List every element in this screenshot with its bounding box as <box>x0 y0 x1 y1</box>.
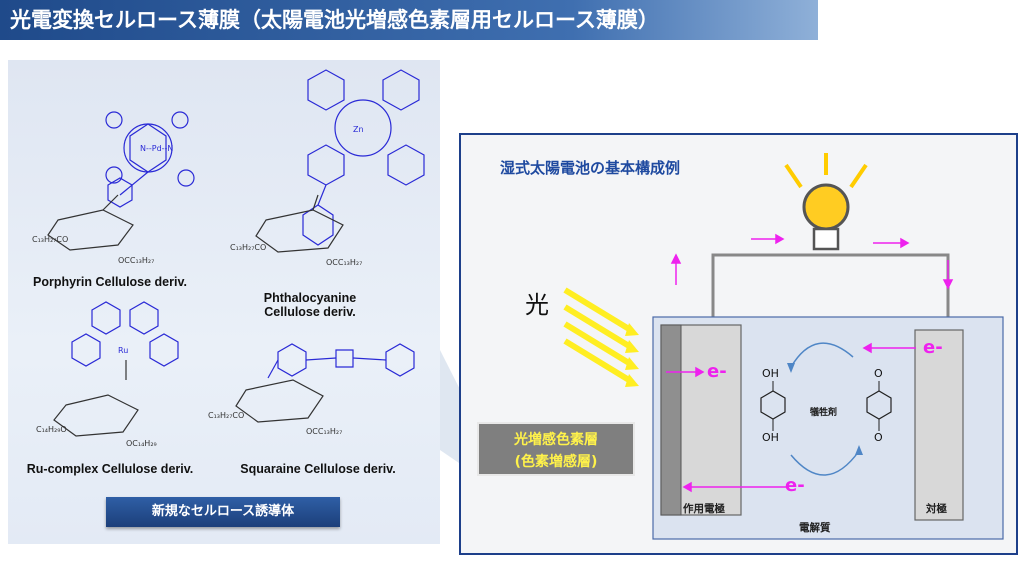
svg-text:OCC₁₃H₂₇: OCC₁₃H₂₇ <box>118 256 154 265</box>
bulb-rays <box>784 153 868 189</box>
svg-text:OC₁₄H₂₉: OC₁₄H₂₉ <box>126 439 157 448</box>
porphyrin-structure <box>105 111 195 208</box>
ru-complex-caption: Ru-complex Cellulose deriv. <box>26 462 194 476</box>
new-cellulose-derivative-label: 新規なセルロース誘導体 <box>106 497 340 527</box>
squaraine-structure <box>267 343 415 379</box>
circuit-arrows <box>670 233 954 290</box>
svg-text:C₁₃H₂₇CO: C₁₃H₂₇CO <box>208 411 244 420</box>
hydroquinone-oh-bottom: OH <box>762 431 779 444</box>
molecule-structures: N--Pd--N C₁₃H₂₇CO OCC₁₃H₂₇ Zn C₁₃H₂₇CO O… <box>32 69 425 448</box>
counter-electrode <box>914 329 964 521</box>
electrolyte-label: 電解質 <box>799 522 831 534</box>
porphyrin-caption: Porphyrin Cellulose deriv. <box>33 275 187 289</box>
phthalocyanine-structure <box>302 69 425 246</box>
cell-schematic <box>563 153 1004 540</box>
svg-text:Zn: Zn <box>353 125 364 134</box>
svg-text:C₁₄H₂₉O: C₁₄H₂₉O <box>36 425 67 434</box>
page-title: 光電変換セルロース薄膜（太陽電池光増感色素層用セルロース薄膜） <box>0 0 818 40</box>
sacrificial-agent-label: 犠牲剤 <box>810 408 838 418</box>
molecule-panel: N--Pd--N C₁₃H₂₇CO OCC₁₃H₂₇ Zn C₁₃H₂₇CO O… <box>8 60 440 544</box>
hydroquinone-oh-top: OH <box>762 367 779 380</box>
light-label: 光 <box>525 291 549 319</box>
light-bulb-icon <box>802 183 850 231</box>
electron-label-2: e- <box>923 337 943 358</box>
cellulose-ring-4 <box>235 379 324 423</box>
quinone-o-top: O <box>874 367 883 380</box>
cellulose-ring-1 <box>47 194 134 251</box>
diagram-title: 湿式太陽電池の基本構成例 <box>500 159 681 177</box>
quinone-o-bottom: O <box>874 431 883 444</box>
circuit-wire <box>711 253 950 323</box>
squaraine-caption: Squaraine Cellulose deriv. <box>240 462 396 476</box>
electron-arrows <box>666 342 916 493</box>
solar-cell-diagram: 湿式太陽電池の基本構成例 <box>459 133 1018 555</box>
counter-electrode-label: 対極 <box>926 503 947 515</box>
svg-text:OCC₁₃H₂₇: OCC₁₃H₂₇ <box>326 258 362 267</box>
cellulose-ring-3 <box>53 360 139 437</box>
svg-text:C₁₃H₂₇CO: C₁₃H₂₇CO <box>230 243 266 252</box>
dye-layer-callout: 光増感色素層 (色素増感層) <box>477 422 635 476</box>
svg-text:OCC₁₃H₂₇: OCC₁₃H₂₇ <box>306 427 342 436</box>
svg-text:C₁₃H₂₇CO: C₁₃H₂₇CO <box>32 235 68 244</box>
electron-label-1: e- <box>707 361 727 382</box>
cellulose-ring-2 <box>255 194 344 253</box>
phthalocyanine-caption: Phthalocyanine Cellulose deriv. <box>263 291 357 319</box>
redox-cycle-arrows <box>790 342 860 476</box>
working-electrode-label: 作用電極 <box>683 503 725 515</box>
svg-text:N--Pd--N: N--Pd--N <box>140 144 173 153</box>
svg-text:Ru: Ru <box>118 346 128 355</box>
incident-light-rays <box>563 287 631 383</box>
electron-label-3: e- <box>785 475 805 496</box>
ru-complex-structure <box>71 301 179 367</box>
